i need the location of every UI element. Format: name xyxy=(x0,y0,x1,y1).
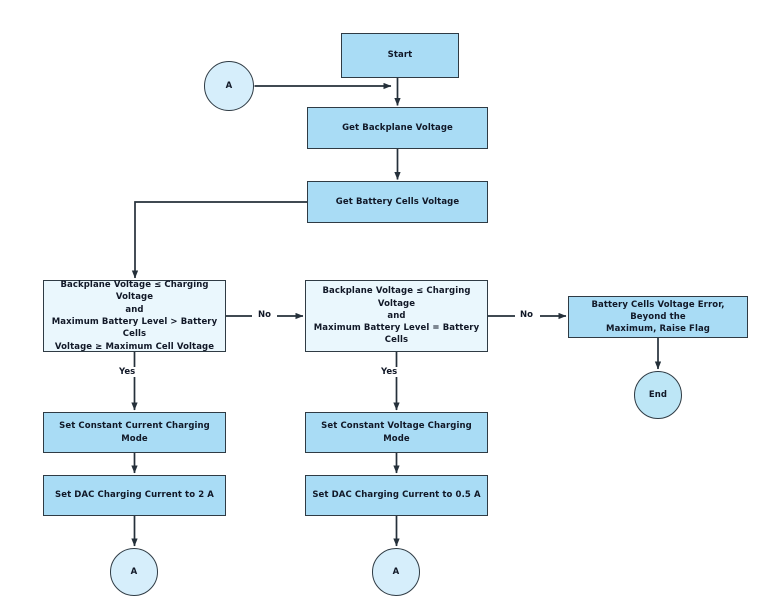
get-backplane-voltage-label: Get Backplane Voltage xyxy=(342,122,453,133)
end-node-label: End xyxy=(648,389,668,400)
start-node-label: Start xyxy=(387,50,413,61)
edge-label-yes-2: Yes xyxy=(379,367,400,377)
decision-constant-current-node[interactable]: Backplane Voltage ≤ Charging Voltage and… xyxy=(43,280,226,352)
set-constant-voltage-mode-node[interactable]: Set Constant Voltage Charging Mode xyxy=(305,412,488,453)
get-battery-cells-voltage-label: Get Battery Cells Voltage xyxy=(335,196,460,207)
connector-a-bottom-right-label: A xyxy=(392,566,400,577)
edge-label-no-1: No xyxy=(256,310,273,320)
connector-a-bottom-left[interactable]: A xyxy=(110,548,158,596)
get-battery-cells-voltage-node[interactable]: Get Battery Cells Voltage xyxy=(307,181,488,223)
connector-a-bottom-right[interactable]: A xyxy=(372,548,420,596)
end-node[interactable]: End xyxy=(634,371,682,419)
set-constant-current-mode-node[interactable]: Set Constant Current Charging Mode xyxy=(43,412,226,453)
get-backplane-voltage-node[interactable]: Get Backplane Voltage xyxy=(307,107,488,149)
set-dac-current-2a-label: Set DAC Charging Current to 2 A xyxy=(55,490,214,501)
connector-a-bottom-left-label: A xyxy=(130,566,138,577)
set-dac-current-0-5a-label: Set DAC Charging Current to 0.5 A xyxy=(312,490,481,501)
decision-constant-current-label: Backplane Voltage ≤ Charging Voltage and… xyxy=(51,280,218,352)
set-dac-current-0-5a-node[interactable]: Set DAC Charging Current to 0.5 A xyxy=(305,475,488,516)
decision-constant-voltage-label: Backplane Voltage ≤ Charging Voltage and… xyxy=(313,286,480,346)
battery-cells-voltage-error-node[interactable]: Battery Cells Voltage Error, Beyond the … xyxy=(568,296,748,338)
edge-label-no-2: No xyxy=(518,310,535,320)
battery-cells-voltage-error-label: Battery Cells Voltage Error, Beyond the … xyxy=(591,299,725,335)
connector-a-top[interactable]: A xyxy=(204,61,254,111)
edge-cells-to-decision1 xyxy=(131,201,307,279)
set-constant-current-mode-label: Set Constant Current Charging Mode xyxy=(59,421,210,444)
start-node[interactable]: Start xyxy=(341,33,459,78)
edge-label-yes-1: Yes xyxy=(117,367,138,377)
set-constant-voltage-mode-label: Set Constant Voltage Charging Mode xyxy=(321,421,472,444)
connector-a-top-label: A xyxy=(225,80,233,91)
decision-constant-voltage-node[interactable]: Backplane Voltage ≤ Charging Voltage and… xyxy=(305,280,488,352)
set-dac-current-2a-node[interactable]: Set DAC Charging Current to 2 A xyxy=(43,475,226,516)
